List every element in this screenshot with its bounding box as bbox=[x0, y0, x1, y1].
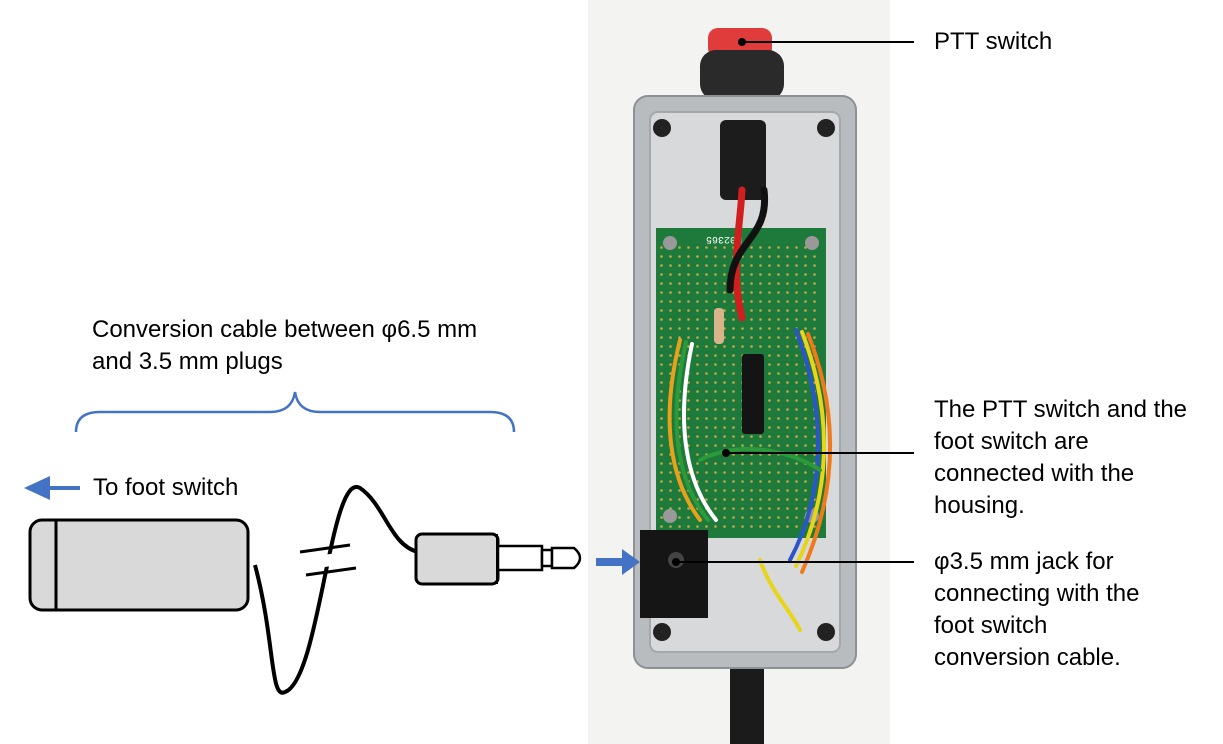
plug-6-5mm bbox=[28, 518, 250, 612]
switch-body bbox=[720, 120, 766, 200]
cable-break-mark bbox=[305, 566, 357, 577]
jack-note: φ3.5 mm jack for connecting with the foo… bbox=[934, 548, 1140, 671]
screw-hole-top-left bbox=[653, 119, 671, 137]
screw-hole-bottom-right bbox=[817, 623, 835, 641]
leader-lines bbox=[676, 41, 914, 563]
screw-hole-top-right bbox=[817, 119, 835, 137]
cable-break-gap bbox=[309, 551, 353, 569]
plug-3-5mm bbox=[414, 532, 582, 586]
wires bbox=[667, 186, 833, 632]
pcb-marking: K02365 bbox=[706, 233, 742, 244]
screw-hole-bottom-left bbox=[653, 623, 671, 641]
housing-note: The PTT switch and the foot switch are c… bbox=[934, 396, 1188, 519]
ptt-switch-label: PTT switch bbox=[934, 28, 1053, 55]
cable-caption: Conversion cable between φ6.5 mm and 3.5… bbox=[92, 316, 478, 375]
housing-output-cable bbox=[730, 660, 764, 744]
conversion-cable bbox=[253, 485, 419, 695]
cable-break-mark bbox=[299, 543, 351, 554]
leader-dot bbox=[738, 38, 746, 46]
cable-brace bbox=[74, 391, 516, 433]
arrow-to-foot-switch bbox=[24, 476, 80, 500]
resistor bbox=[714, 308, 724, 344]
leader-dot bbox=[672, 558, 680, 566]
arrow-into-jack bbox=[596, 549, 640, 575]
jack-3-5mm bbox=[640, 530, 708, 618]
capacitor bbox=[742, 354, 764, 434]
leader-dot bbox=[722, 449, 730, 457]
to-foot-switch-label: To foot switch bbox=[93, 474, 239, 501]
